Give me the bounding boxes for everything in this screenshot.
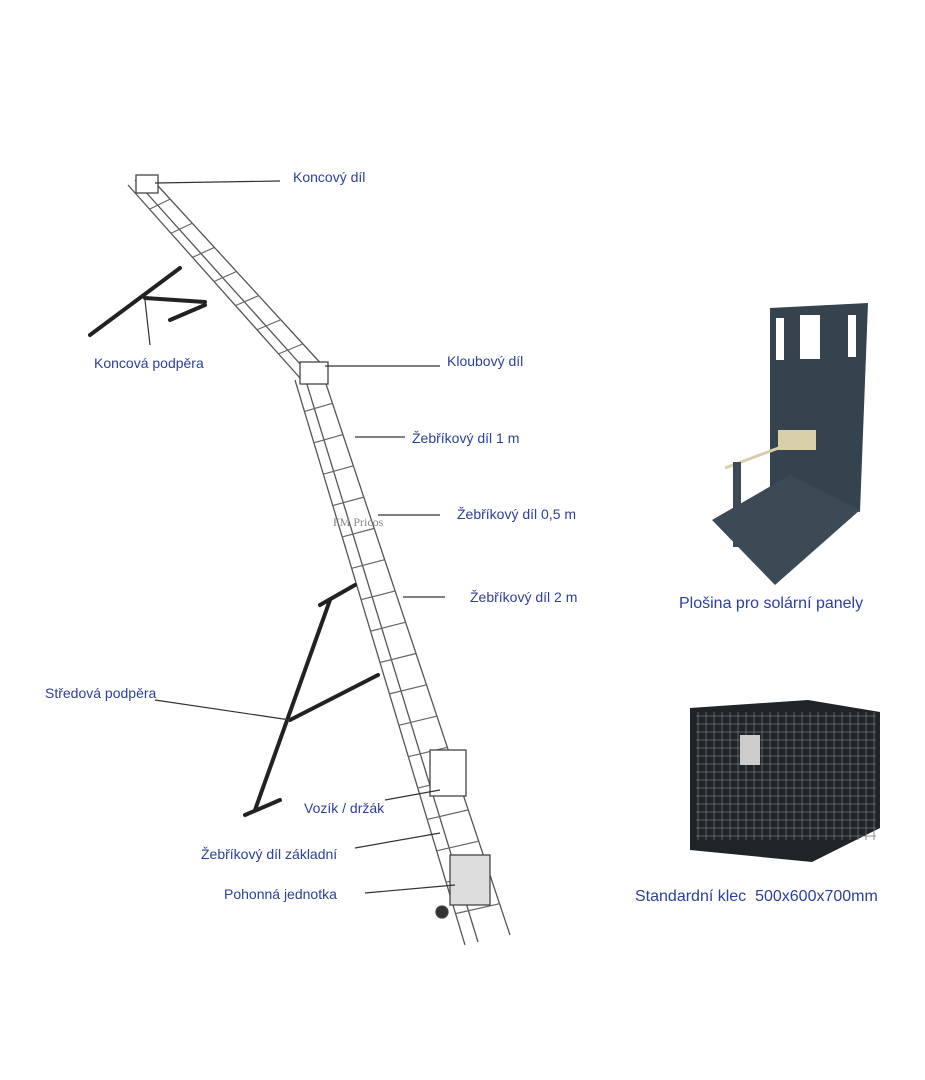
standard-cage-image	[690, 700, 880, 862]
ladder	[127, 174, 511, 946]
ladder-rung	[256, 319, 281, 331]
ladder-rung	[351, 559, 385, 569]
ladder-rung	[360, 590, 396, 601]
ladder-rung	[436, 840, 479, 852]
ladder-rung	[398, 715, 438, 726]
label-base-ladder: Žebříkový díl základní	[201, 846, 338, 862]
solar-panel-platform-image	[712, 303, 868, 585]
leader-lines	[144, 180, 456, 894]
end-support	[88, 266, 207, 337]
ladder-rung	[332, 496, 364, 507]
label-ladder-1m: Žebříkový díl 1 m	[412, 430, 520, 446]
watermark: FM Pricos	[333, 515, 384, 529]
label-end-support: Koncová podpěra	[94, 355, 204, 371]
ladder-rung	[455, 903, 500, 915]
label-carriage: Vozík / držák	[304, 800, 385, 816]
ladder-rung	[149, 198, 171, 210]
ladder-rung	[213, 270, 237, 283]
label-end-piece: Koncový díl	[293, 169, 366, 185]
label-ladder-05m: Žebříkový díl 0,5 m	[457, 506, 577, 522]
ladder-rung	[370, 621, 406, 632]
label-drive-unit: Pohonná jednotka	[224, 886, 337, 902]
ladder-rung	[313, 433, 344, 444]
label-hinge-piece: Kloubový díl	[447, 353, 524, 369]
hinge-piece	[299, 361, 329, 385]
ladder-rung	[427, 809, 469, 821]
drive-unit	[449, 854, 491, 906]
label-ladder-2m: Žebříkový díl 2 m	[470, 589, 578, 605]
ladder-rung	[389, 684, 427, 695]
ladder-rung	[170, 222, 193, 234]
drive-wheel	[435, 905, 449, 919]
ladder-rung	[342, 527, 375, 538]
ladder-rung	[278, 343, 304, 355]
ladder-rung	[379, 652, 417, 664]
label-middle-support: Středová podpěra	[45, 685, 157, 701]
end-piece	[135, 174, 159, 194]
caption-standard-cage: Standardní klec 500x600x700mm	[635, 888, 878, 905]
middle-support	[243, 583, 380, 817]
ladder-rung	[408, 746, 448, 758]
carriage	[429, 749, 467, 797]
caption-solar-platform: Plošina pro solární panely	[679, 595, 864, 612]
ladder-rung	[323, 465, 354, 475]
ladder-rung	[192, 246, 215, 258]
ladder-rung	[235, 295, 259, 307]
ladder-rung	[304, 402, 333, 412]
